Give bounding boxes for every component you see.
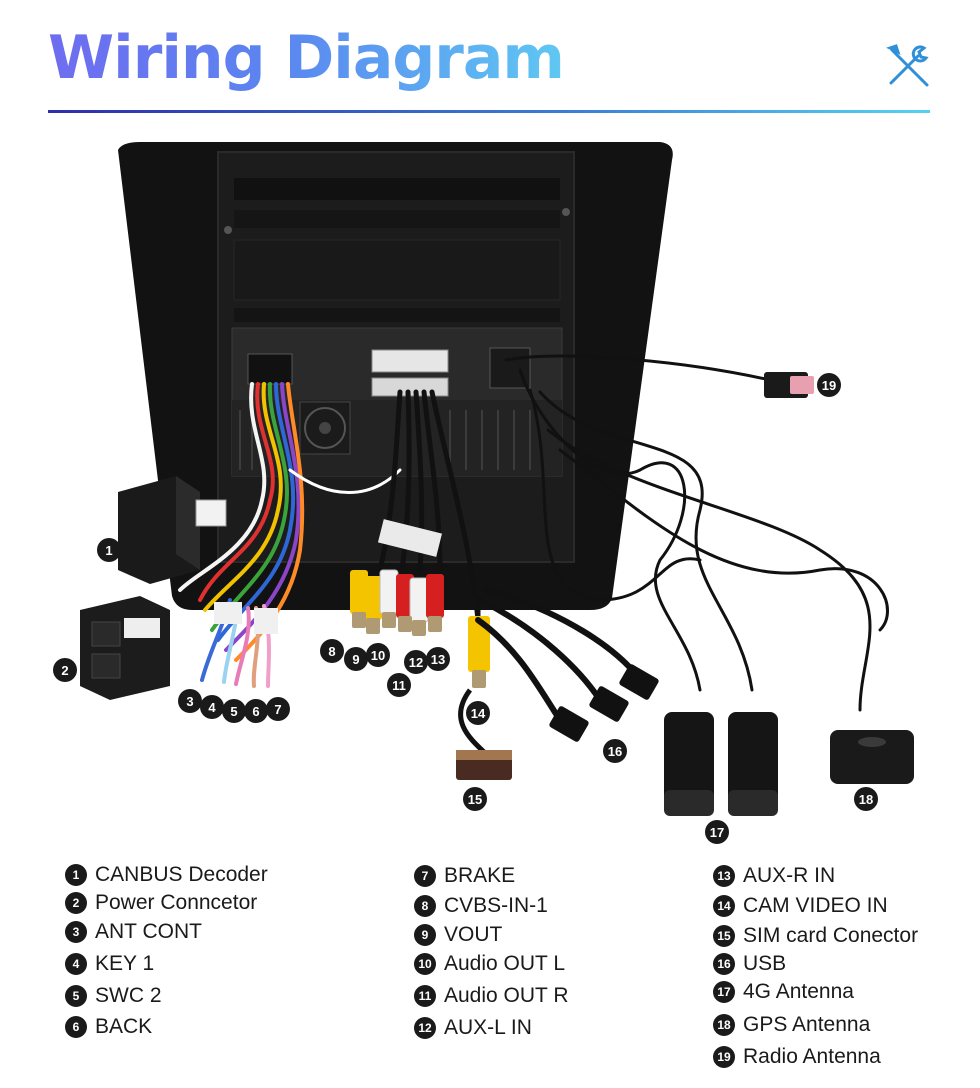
power-port — [247, 353, 293, 385]
legend-label: USB — [743, 952, 787, 975]
callout-badge: 15 — [463, 787, 487, 811]
multi-pin-port — [371, 349, 449, 373]
callout-badge: 19 — [817, 373, 841, 397]
legend-label: ANT CONT — [95, 920, 202, 943]
legend-label: Audio OUT L — [444, 952, 566, 975]
legend-number: 18 — [713, 1014, 735, 1036]
legend-label: Radio Antenna — [743, 1045, 881, 1068]
legend-number: 11 — [414, 985, 436, 1007]
legend-item: 19 Radio Antenna — [713, 1045, 881, 1069]
legend-label: SWC 2 — [95, 984, 162, 1007]
legend-label: KEY 1 — [95, 952, 155, 975]
legend-number: 7 — [414, 865, 436, 887]
legend-item: 6 BACK — [65, 1015, 152, 1039]
legend-number: 17 — [713, 981, 735, 1003]
rca-plugs — [350, 569, 444, 636]
callout-badge: 16 — [603, 739, 627, 763]
head-unit-illustration — [80, 142, 914, 816]
callout-badge: 5 — [222, 699, 246, 723]
legend-item: 12 AUX-L IN — [414, 1016, 532, 1040]
legend-label: AUX-R IN — [743, 864, 836, 887]
callout-badge: 2 — [53, 658, 77, 682]
legend-item: 15 SIM card Conector — [713, 924, 918, 948]
legend-label: AUX-L IN — [444, 1016, 532, 1039]
callout-badge: 8 — [320, 639, 344, 663]
legend-item: 11 Audio OUT R — [414, 984, 569, 1008]
legend-number: 3 — [65, 921, 87, 943]
legend-item: 1 CANBUS Decoder — [65, 863, 268, 887]
legend-number: 8 — [414, 895, 436, 917]
legend-item: 13 AUX-R IN — [713, 864, 835, 888]
legend-label: Audio OUT R — [444, 984, 569, 1007]
callout-badge: 18 — [854, 787, 878, 811]
legend-item: 10 Audio OUT L — [414, 952, 565, 976]
legend-label: BACK — [95, 1015, 153, 1038]
page-title: Wiring Diagram — [48, 18, 565, 98]
callout-badge: 6 — [244, 699, 268, 723]
legend-label: GPS Antenna — [743, 1013, 871, 1036]
legend-number: 6 — [65, 1016, 87, 1038]
tools-icon — [886, 44, 929, 87]
legend-number: 4 — [65, 953, 87, 975]
usb-plug — [549, 706, 589, 742]
legend-item: 8 CVBS-IN-1 — [414, 894, 548, 918]
legend-number: 15 — [713, 925, 735, 947]
legend-item: 18 GPS Antenna — [713, 1013, 870, 1037]
legend-item: 5 SWC 2 — [65, 984, 162, 1008]
legend-number: 19 — [713, 1046, 735, 1068]
callout-badge: 14 — [466, 701, 490, 725]
legend-number: 10 — [414, 953, 436, 975]
legend-number: 5 — [65, 985, 87, 1007]
callout-badge: 17 — [705, 820, 729, 844]
callout-badge: 13 — [426, 647, 450, 671]
legend-number: 2 — [65, 892, 87, 914]
legend-label: CANBUS Decoder — [95, 863, 268, 886]
legend-label: 4G Antenna — [743, 980, 854, 1003]
legend-item: 3 ANT CONT — [65, 920, 202, 944]
callout-badge: 10 — [366, 643, 390, 667]
legend-number: 1 — [65, 864, 87, 886]
legend-item: 4 KEY 1 — [65, 952, 154, 976]
legend-item: 16 USB — [713, 952, 786, 976]
callout-badge: 1 — [97, 538, 121, 562]
callout-badge: 3 — [178, 689, 202, 713]
legend-label: CVBS-IN-1 — [444, 894, 548, 917]
legend-item: 17 4G Antenna — [713, 980, 854, 1004]
legend-number: 13 — [713, 865, 735, 887]
legend-item: 7 BRAKE — [414, 864, 515, 888]
callout-badge: 7 — [266, 697, 290, 721]
legend-item: 2 Power Conncetor — [65, 891, 257, 915]
legend-label: CAM VIDEO IN — [743, 894, 888, 917]
legend-item: 9 VOUT — [414, 923, 502, 947]
legend-number: 12 — [414, 1017, 436, 1039]
legend-item: 14 CAM VIDEO IN — [713, 894, 888, 918]
legend-label: BRAKE — [444, 864, 516, 887]
legend-label: SIM card Conector — [743, 924, 919, 947]
camera-rca-plug — [468, 616, 490, 672]
gps-antenna — [830, 730, 914, 784]
callout-badge: 9 — [344, 647, 368, 671]
callout-badge: 11 — [387, 673, 411, 697]
callout-badge: 12 — [404, 650, 428, 674]
legend-number: 14 — [713, 895, 735, 917]
power-connector — [80, 596, 170, 700]
title-divider — [48, 110, 930, 113]
legend-number: 9 — [414, 924, 436, 946]
legend-label: Power Conncetor — [95, 891, 258, 914]
callout-badge: 4 — [200, 695, 224, 719]
legend-label: VOUT — [444, 923, 503, 946]
legend-number: 16 — [713, 953, 735, 975]
